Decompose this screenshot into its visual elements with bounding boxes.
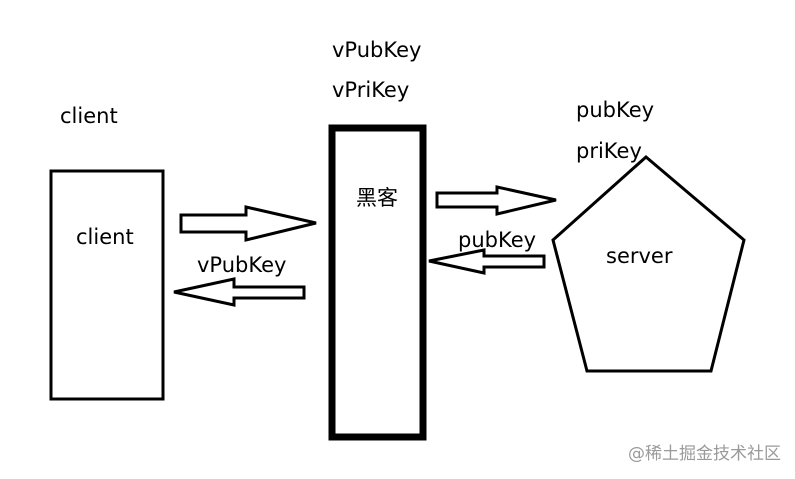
server-key-top: pubKey bbox=[576, 98, 655, 122]
server-pentagon bbox=[551, 155, 746, 373]
arrow-hacker-to-client bbox=[173, 277, 306, 307]
server-label: server bbox=[606, 244, 673, 268]
client-label: client bbox=[76, 225, 134, 249]
server-key-bottom: priKey bbox=[576, 139, 642, 163]
hacker-key-bottom: vPriKey bbox=[332, 78, 410, 102]
watermark-text: @稀土掘金技术社区 bbox=[628, 444, 781, 464]
client-caption: client bbox=[60, 104, 118, 128]
arrow-client-to-hacker bbox=[179, 205, 317, 242]
client-box bbox=[49, 169, 165, 401]
arrow-server-to-hacker bbox=[428, 248, 546, 275]
hacker-label: 黑客 bbox=[356, 186, 398, 210]
hacker-box bbox=[328, 124, 427, 441]
edge-label-hacker-to-client: vPubKey bbox=[197, 253, 287, 277]
edge-label-server-to-hacker: pubKey bbox=[458, 228, 537, 252]
arrow-hacker-to-server bbox=[435, 185, 557, 216]
hacker-key-top: vPubKey bbox=[332, 38, 422, 62]
